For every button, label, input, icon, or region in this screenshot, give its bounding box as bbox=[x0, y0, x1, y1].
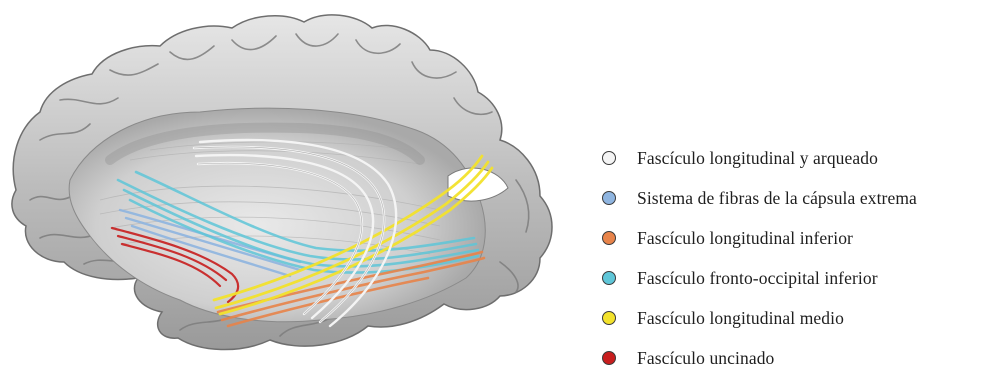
legend-item: Fascículo uncinado bbox=[602, 345, 774, 371]
legend-label: Fascículo longitudinal y arqueado bbox=[637, 148, 878, 169]
legend-label: Fascículo longitudinal inferior bbox=[637, 228, 853, 249]
legend-label: Fascículo fronto-occipital inferior bbox=[637, 268, 878, 289]
brain-dissection-illustration bbox=[0, 0, 600, 370]
red-circle-icon bbox=[602, 351, 616, 365]
cyan-circle-icon bbox=[602, 271, 616, 285]
legend-item: Fascículo fronto-occipital inferior bbox=[602, 265, 878, 291]
legend-label: Fascículo uncinado bbox=[637, 348, 774, 369]
legend-item: Sistema de fibras de la cápsula extrema bbox=[602, 185, 917, 211]
light-blue-circle-icon bbox=[602, 191, 616, 205]
white-circle-icon bbox=[602, 151, 616, 165]
legend-item: Fascículo longitudinal medio bbox=[602, 305, 844, 331]
legend-item: Fascículo longitudinal y arqueado bbox=[602, 145, 878, 171]
yellow-circle-icon bbox=[602, 311, 616, 325]
legend-item: Fascículo longitudinal inferior bbox=[602, 225, 853, 251]
orange-circle-icon bbox=[602, 231, 616, 245]
legend-label: Sistema de fibras de la cápsula extrema bbox=[637, 188, 917, 209]
legend-label: Fascículo longitudinal medio bbox=[637, 308, 844, 329]
